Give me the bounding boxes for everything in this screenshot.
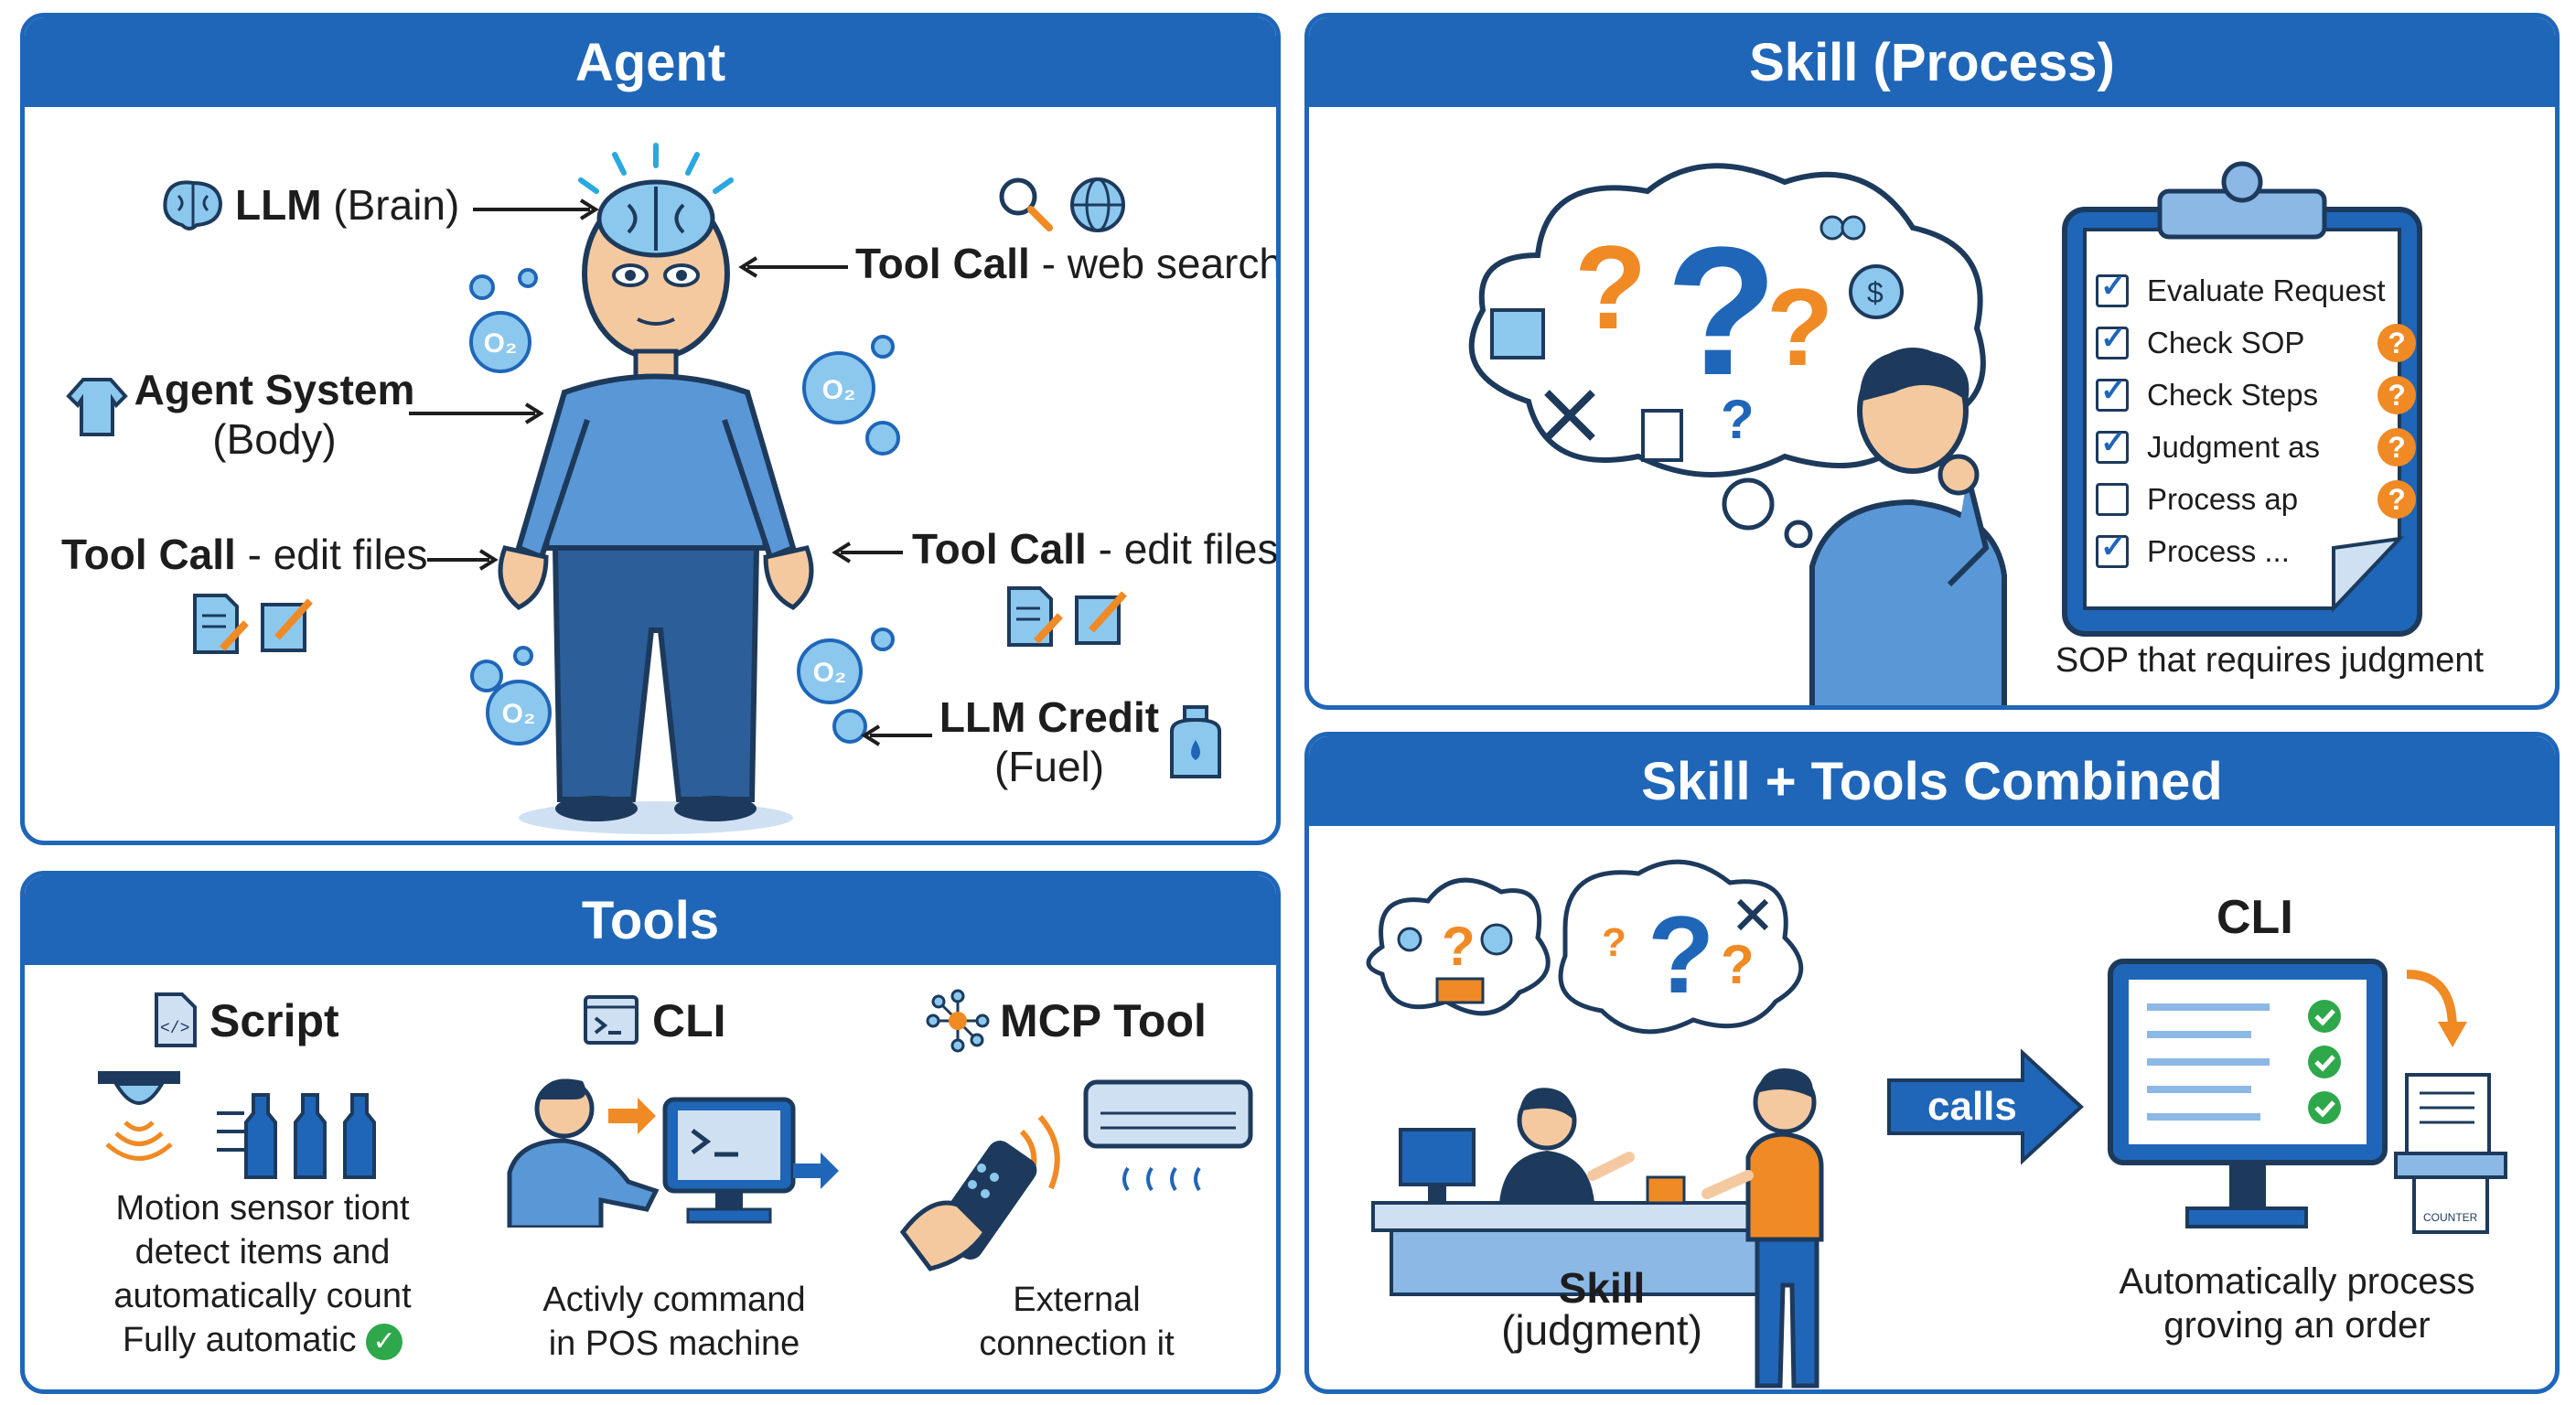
cli-combined-title: CLI [2216, 891, 2293, 944]
document-edit-icon [193, 594, 313, 654]
svg-text:?: ? [1666, 209, 1777, 413]
skill-panel: Skill (Process) ? ? ? ? $ ✓ Evaluate Requ… [1304, 13, 2560, 710]
checklist-item: ✓ Evaluate Request [2096, 264, 2416, 316]
checkbox-empty-icon [2096, 482, 2129, 516]
thinking-cloud: ? ? ? ? $ [1468, 163, 1986, 548]
network-hub-icon [926, 989, 990, 1053]
terminal-icon [584, 995, 639, 1045]
checkbox-checked-icon: ✓ [2096, 425, 2129, 464]
svg-text:O₂: O₂ [822, 375, 856, 405]
question-badge-icon: ? [2377, 375, 2416, 414]
skill-judgment-label: Skill(judgment) [1501, 1264, 1702, 1354]
remote-ac-illustration [899, 1079, 1253, 1271]
counter-scene: ? ? ? ? [1366, 859, 1824, 1389]
svg-text:?: ? [1574, 220, 1647, 354]
checklist-item: ✓ Judgment as? [2096, 421, 2416, 473]
svg-text:O₂: O₂ [502, 699, 536, 729]
checklist-item-label: Process ... [2147, 533, 2290, 568]
script-description: Motion sensor tiont detect items and aut… [113, 1189, 412, 1360]
sop-caption: SOP that requires judgment [2055, 641, 2485, 680]
checklist-item: ✓ Process ... [2096, 525, 2416, 577]
shirt-icon [66, 378, 128, 436]
brain-icon [163, 180, 223, 231]
checklist-item-label: Process ap [2147, 481, 2299, 516]
thinking-person [1809, 348, 2007, 705]
checklist-item: ✓ Check Steps? [2096, 369, 2416, 421]
arrow-edit-right [832, 542, 903, 563]
combined-panel: Skill + Tools Combined ? ? ? ? Skill(jud… [1304, 732, 2560, 1394]
question-badge-icon: ? [2377, 427, 2416, 467]
check-circle-icon: ✓ [366, 1323, 403, 1360]
skill-panel-title: Skill (Process) [1309, 17, 2555, 107]
calls-label: calls [1927, 1084, 2017, 1129]
agent-panel: Agent [20, 13, 1281, 845]
checkbox-checked-icon: ✓ [2096, 269, 2129, 307]
cli-title: CLI [652, 995, 726, 1046]
script-title: Script [209, 995, 339, 1046]
agent-system-label: Agent System(Body) [134, 366, 415, 463]
checklist-item-label: Judgment as [2147, 429, 2320, 464]
tool-call-web-search-label: Tool Call - web search [855, 240, 1281, 287]
svg-text:</>: </> [160, 1020, 189, 1038]
arrow-agent-system [409, 402, 544, 424]
checkbox-checked-icon: ✓ [2096, 373, 2129, 412]
pos-monitor: COUNTER [2108, 959, 2507, 1234]
svg-text:?: ? [1721, 934, 1755, 995]
question-badge-icon: ? [2377, 323, 2416, 362]
tools-panel-title: Tools [25, 875, 1276, 965]
oxygen-bubbles: O₂ O₂ O₂ O₂ [469, 268, 900, 745]
mcp-tool-title: MCP Tool [1000, 995, 1207, 1046]
checklist-item-label: Check Steps [2147, 377, 2319, 412]
combined-panel-title: Skill + Tools Combined [1309, 736, 2555, 826]
calls-arrow [1887, 1048, 2084, 1165]
auto-process-description: Automatically process groving an order [2119, 1261, 2475, 1346]
svg-text:?: ? [1602, 920, 1626, 965]
clipboard [2062, 161, 2422, 637]
checklist-item: Process ap? [2096, 473, 2416, 525]
script-file-icon: </> [155, 992, 197, 1047]
agent-panel-title: Agent [25, 17, 1276, 107]
svg-text:O₂: O₂ [813, 658, 847, 688]
fuel-tank-icon [1170, 705, 1221, 778]
svg-text:?: ? [1442, 916, 1476, 977]
motion-sensor-illustration [98, 1071, 376, 1179]
arrow-edit-left [427, 549, 499, 571]
magnifier-icon [999, 177, 1053, 231]
cli-description: Activly command in POS machine [542, 1281, 806, 1363]
svg-text:?: ? [1648, 894, 1714, 1016]
checklist-item: ✓ Check SOP? [2096, 316, 2416, 369]
receipt-text: COUNTER [2423, 1211, 2478, 1224]
pos-terminal-illustration [507, 1078, 839, 1228]
checklist: ✓ Evaluate Request ✓ Check SOP? ✓ Check Steps… [2096, 264, 2416, 577]
checkbox-checked-icon: ✓ [2096, 321, 2129, 359]
globe-icon [1070, 177, 1125, 232]
tool-call-edit-left-label: Tool Call - edit files [61, 531, 428, 578]
svg-text:$: $ [1867, 276, 1884, 309]
svg-text:?: ? [1721, 389, 1755, 450]
llm-brain-label: LLM (Brain) [235, 181, 460, 229]
checklist-item-label: Check SOP [2147, 325, 2305, 359]
llm-credit-label: LLM Credit(Fuel) [939, 693, 1160, 790]
document-edit-icon-right [1007, 586, 1127, 647]
agent-figure [498, 143, 814, 834]
checklist-item-label: Evaluate Request [2147, 273, 2386, 307]
tools-panel: Tools </> Script Motion sensor tiont det… [20, 871, 1281, 1394]
arrow-llm-credit [861, 724, 932, 746]
svg-text:?: ? [1766, 266, 1833, 389]
question-badge-icon: ? [2377, 479, 2416, 519]
tool-call-edit-right-label: Tool Call - edit files [912, 525, 1279, 573]
arrow-web-search [738, 256, 848, 278]
checkbox-checked-icon: ✓ [2096, 530, 2129, 568]
svg-text:O₂: O₂ [484, 328, 518, 359]
mcp-description: External connection it [979, 1281, 1175, 1363]
arrow-llm [473, 198, 599, 220]
